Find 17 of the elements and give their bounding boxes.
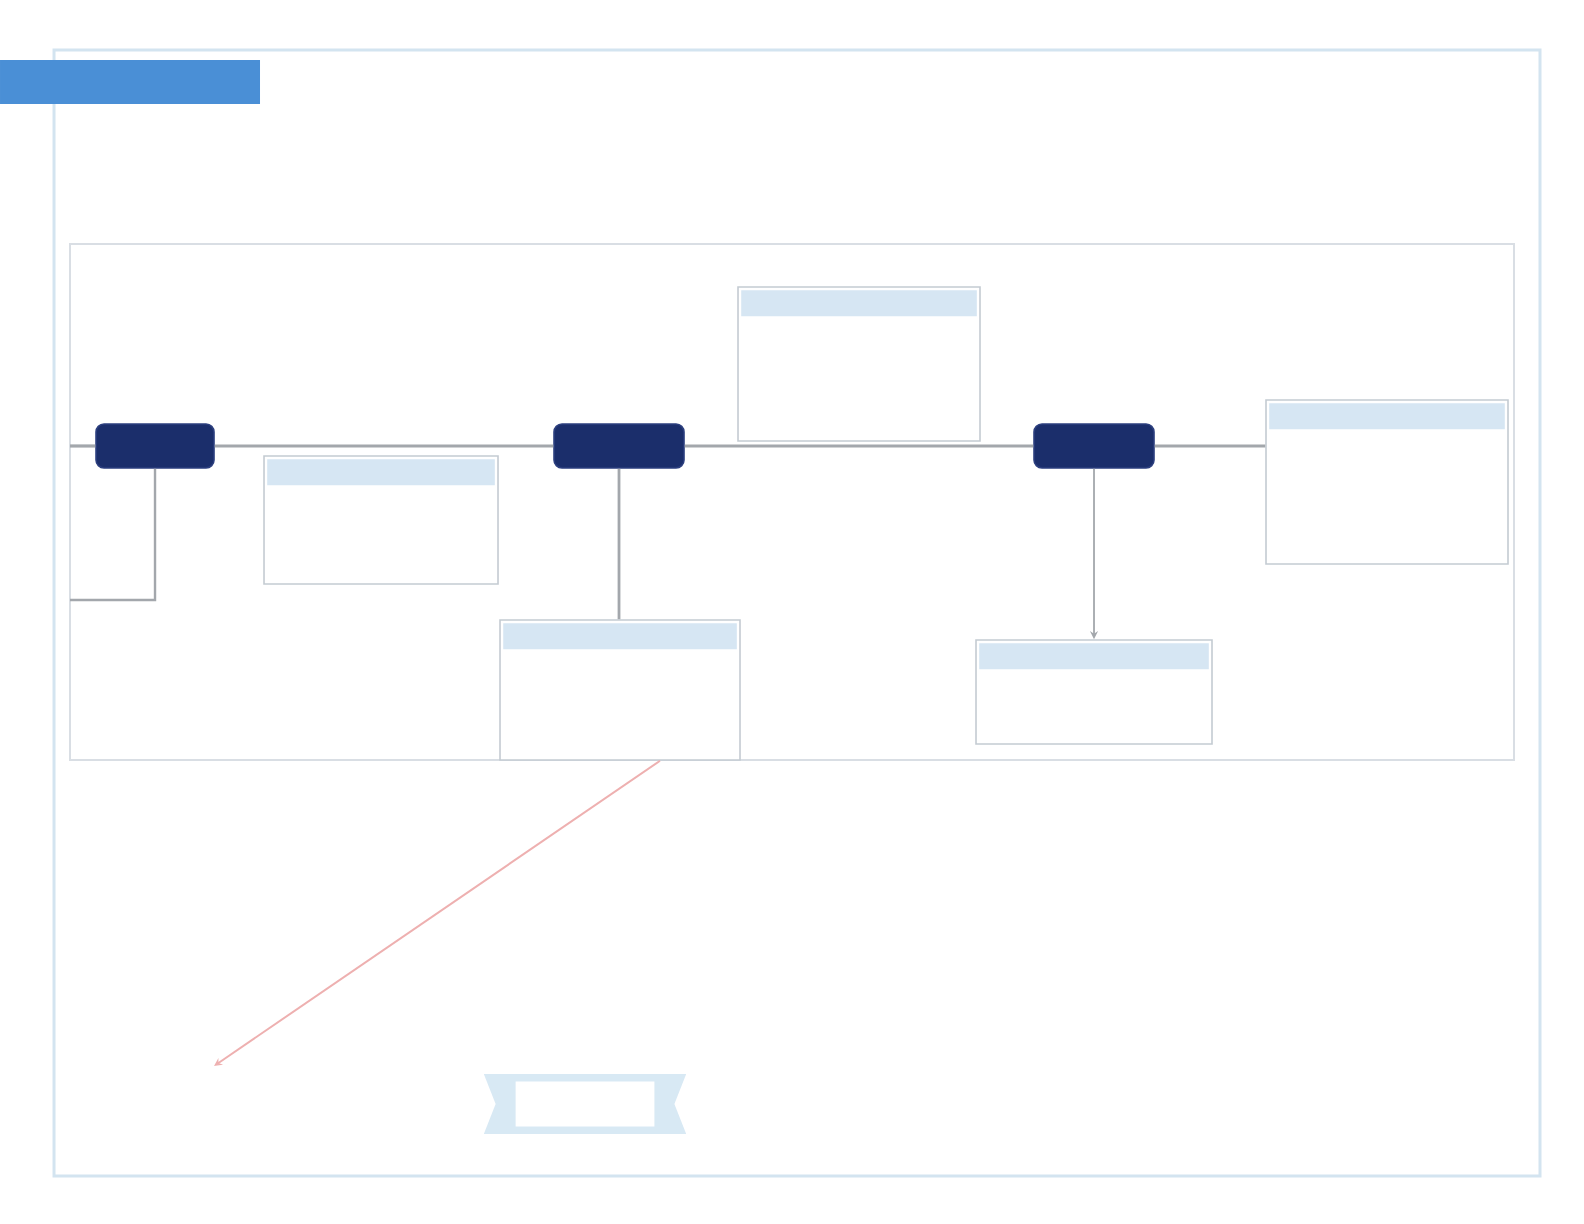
connector-line: [1154, 444, 1266, 448]
connector-line: [70, 444, 96, 448]
table-box: [975, 639, 1213, 745]
table-box: [737, 286, 981, 442]
connector-line: [684, 444, 1034, 448]
table-box: [263, 455, 499, 585]
connector-line: [70, 468, 157, 602]
process-box: [1033, 423, 1155, 469]
leader-line: [214, 759, 661, 1066]
footer-box: [483, 1073, 687, 1135]
process-box: [553, 423, 685, 469]
connector-line: [617, 468, 621, 620]
connector-line: [214, 444, 554, 448]
process-box: [95, 423, 215, 469]
header-tab: [0, 60, 260, 104]
table-box: [499, 619, 741, 761]
table-box: [1265, 399, 1509, 565]
